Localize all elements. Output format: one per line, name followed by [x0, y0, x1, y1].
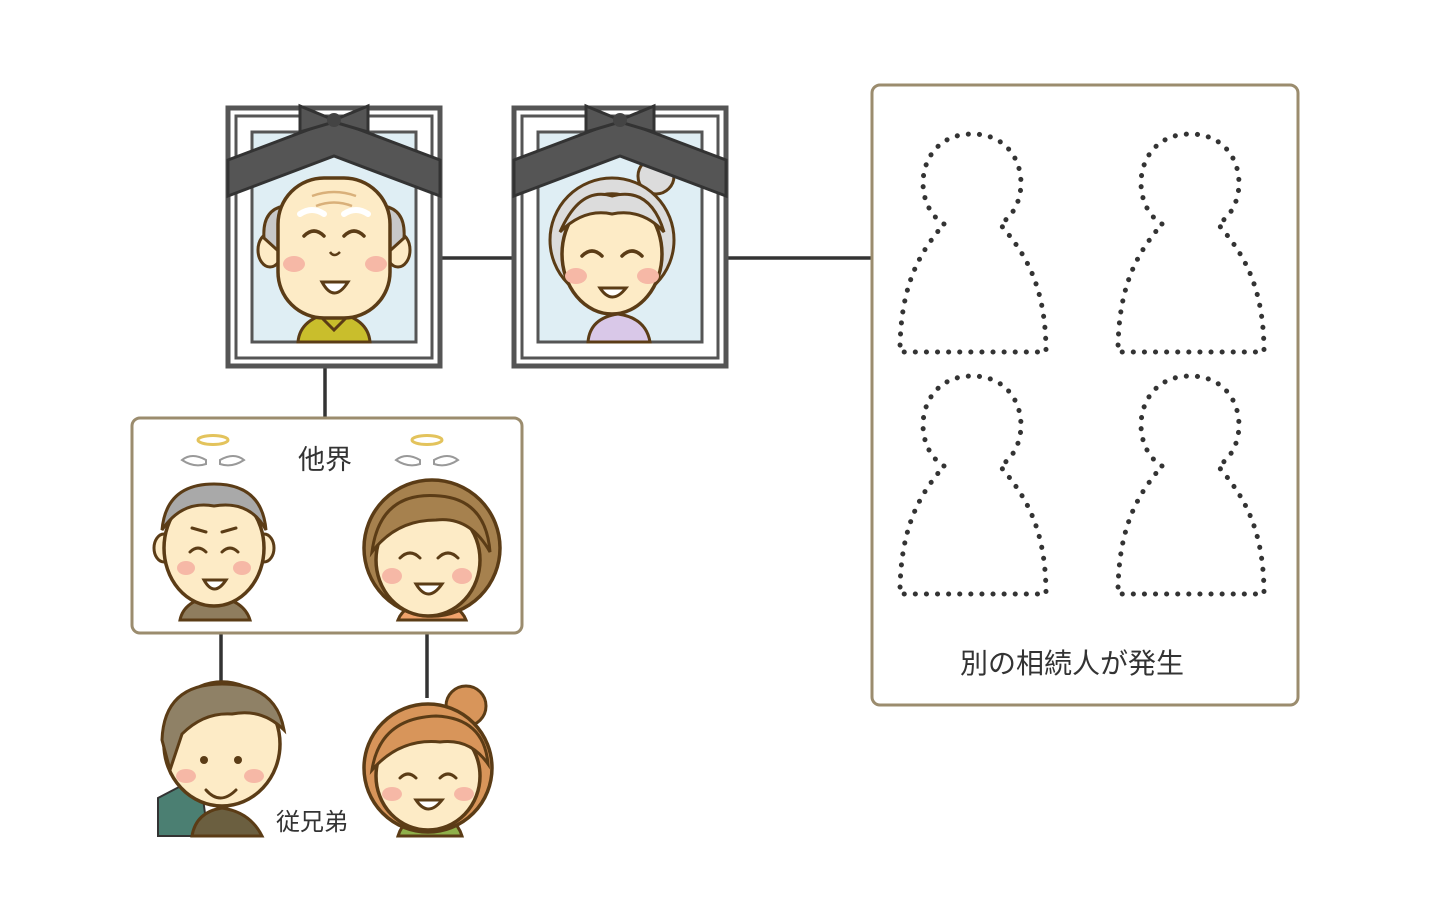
other-heirs-label: 別の相続人が発生 — [960, 647, 1185, 680]
deceased-aunt-figure — [362, 478, 502, 622]
connector-lines — [219, 256, 872, 698]
cousins-label: 従兄弟 — [276, 808, 348, 836]
grandfather-portrait — [225, 103, 443, 369]
grandmother-portrait — [511, 103, 729, 369]
deceased-group-box — [130, 416, 524, 635]
cousin-female-figure — [362, 684, 494, 838]
angel-halo-icon — [180, 434, 246, 467]
cousin-male-figure — [157, 680, 287, 838]
angel-halo-icon — [394, 434, 460, 467]
deceased-uncle-figure — [152, 482, 276, 622]
other-heirs-box — [870, 83, 1300, 707]
deceased-group-label: 他界 — [298, 445, 352, 476]
